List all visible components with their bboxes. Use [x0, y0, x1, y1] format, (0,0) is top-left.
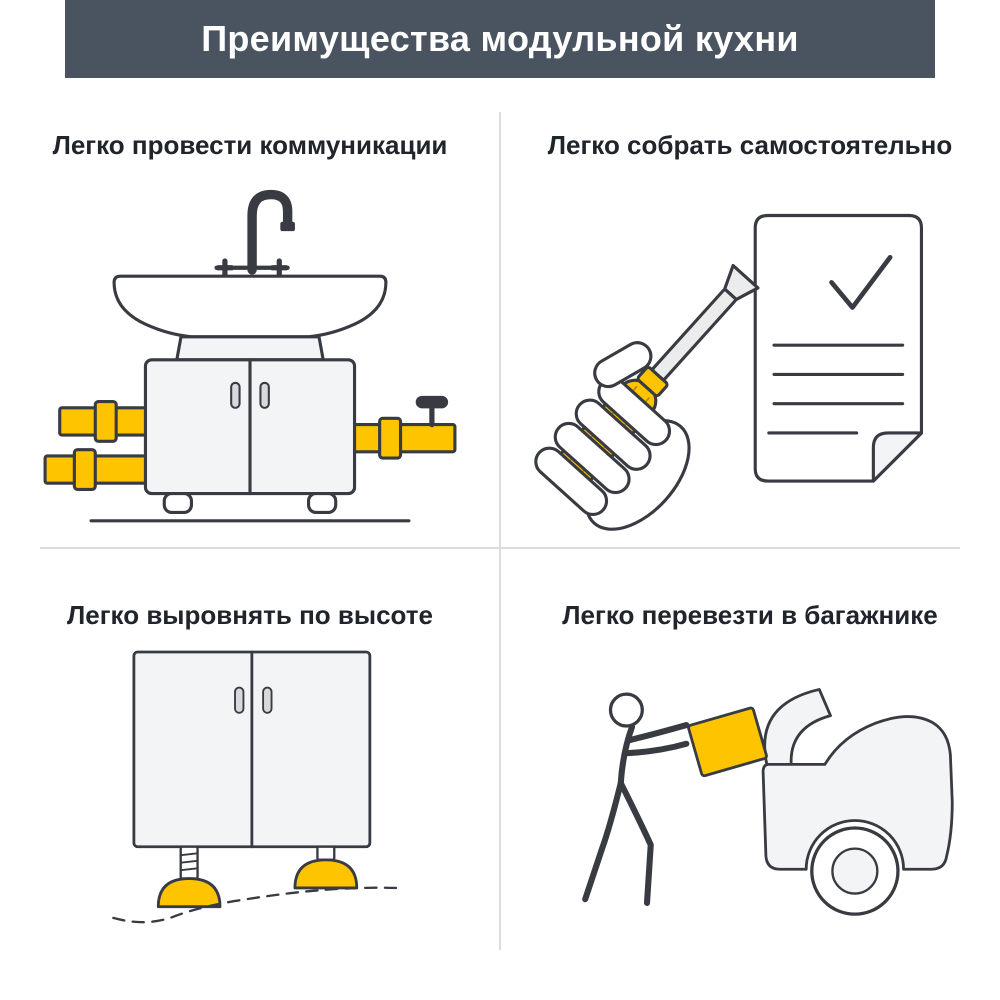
- panel-illustration-wrap: [20, 637, 480, 946]
- adjustable-foot-left-icon: [156, 845, 222, 909]
- screwdriver-flat-tip: [723, 263, 760, 302]
- base-cabinet: [132, 650, 372, 849]
- panel-illustration-wrap: [20, 167, 480, 540]
- panel-title-transport: Легко перевезти в багажнике: [562, 600, 938, 630]
- checklist-lines: [767, 343, 905, 435]
- open-trunk-lid-icon: [763, 688, 832, 766]
- screwdriver-in-fist-icon: [534, 263, 760, 531]
- cabinet-adjustable-feet-illustration: [112, 650, 398, 924]
- sink-basin: [112, 274, 388, 339]
- car-body: [761, 715, 954, 871]
- panel-illustration-wrap: [520, 167, 980, 540]
- faucet-icon: [214, 189, 295, 278]
- faucet-handles-icon: [215, 258, 289, 278]
- divider-vertical: [499, 112, 501, 950]
- panel-title-self-assembly: Легко собрать самостоятельно: [547, 130, 953, 160]
- sink-pedestal: [175, 335, 325, 362]
- screwdriver-and-checklist-illustration: [534, 213, 924, 531]
- page-title: Преимущества модульной кухни: [201, 18, 799, 59]
- uneven-floor-dashed-line: [112, 886, 398, 924]
- rear-wheel-icon: [810, 826, 900, 916]
- divider-horizontal: [40, 547, 960, 549]
- checklist-document-icon: [753, 213, 924, 483]
- cargo-box-icon: [687, 706, 768, 778]
- sink-cabinet-with-pipes-illustration: [43, 189, 457, 523]
- fist-thumb: [593, 341, 653, 389]
- panel-title-communications: Легко провести коммуникации: [52, 130, 448, 160]
- cabinet-foot-left: [162, 492, 194, 514]
- panel-height-leveling: Легко выровнять по высоте: [0, 548, 500, 954]
- adjustable-foot-right-icon: [293, 845, 359, 890]
- person-icon: [582, 692, 690, 906]
- panel-title-height-leveling: Легко выровнять по высоте: [67, 600, 433, 630]
- panel-communications: Легко провести коммуникации: [0, 78, 500, 548]
- panel-self-assembly: Легко собрать самостоятельно: [500, 78, 1000, 548]
- pipe-right-with-valve-icon: [332, 395, 457, 460]
- loading-car-trunk-illustration: [582, 688, 954, 916]
- panels-grid: Легко провести коммуникации: [0, 78, 1000, 954]
- page-title-banner: Преимущества модульной кухни: [65, 0, 935, 78]
- cabinet-foot-right: [306, 492, 338, 514]
- panel-transport: Легко перевезти в багажнике: [500, 548, 1000, 954]
- checkmark-icon: [829, 254, 893, 310]
- panel-illustration-wrap: [520, 637, 980, 946]
- sink-cabinet: [143, 358, 357, 496]
- screwdriver-shaft: [651, 288, 738, 381]
- fist-fingers: [534, 341, 672, 517]
